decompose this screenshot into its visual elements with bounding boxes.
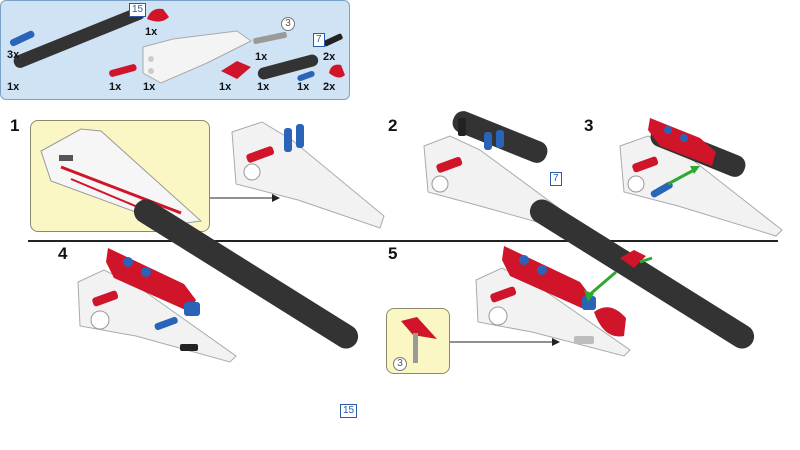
parts-drawings — [9, 7, 345, 84]
step-1-number: 1 — [10, 116, 20, 135]
qty-gray-axle: 1x — [255, 51, 268, 63]
step-1-callout — [30, 120, 210, 232]
black-beam-15-icon — [13, 7, 145, 68]
qty-blue-axle-pin: 3x — [7, 49, 20, 61]
length-badge-axle-3: 3 — [281, 17, 295, 31]
step-5-number: 5 — [388, 244, 398, 263]
qty-black-beam-15: 1x — [7, 81, 20, 93]
black-pin-icon — [323, 33, 343, 47]
gray-axle-icon — [253, 31, 287, 45]
blue-pin-icon — [297, 70, 315, 82]
black-beam-7-icon — [257, 54, 319, 80]
qty-red-bush: 2x — [323, 81, 336, 93]
step-2-length-badge: 7 — [550, 172, 562, 186]
white-panel-icon — [142, 30, 252, 84]
connector-axle-drawing — [401, 317, 437, 363]
qty-black-pin: 2x — [323, 51, 336, 63]
length-badge-beam-7: 7 — [313, 33, 325, 47]
step-4-length-badge: 15 — [340, 404, 358, 418]
qty-black-beam-7: 1x — [257, 81, 270, 93]
step-2-number: 2 — [388, 116, 398, 135]
qty-white-panel: 1x — [143, 81, 156, 93]
red-connector-icon — [221, 61, 251, 79]
length-badge-beam-15: 15 — [129, 3, 147, 17]
step-5-callout-length: 3 — [393, 357, 407, 371]
step-5-callout: 3 — [386, 308, 450, 374]
qty-red-axle-pin: 1x — [109, 81, 122, 93]
qty-red-half-bush: 1x — [145, 26, 158, 38]
red-bush-icon — [329, 64, 345, 78]
red-half-bush-icon — [147, 8, 169, 22]
parts-list-panel: 3x 15 1x 1x 1x 1x 3 1x 1x 7 1x 2x 1x 2x — [0, 0, 350, 100]
qty-red-connector: 1x — [219, 81, 232, 93]
red-axle-pin-icon — [109, 64, 137, 77]
step-4-number: 4 — [58, 244, 68, 263]
blue-axle-pin-icon — [9, 30, 35, 47]
step-3-number: 3 — [584, 116, 594, 135]
white-panel-decal-drawing — [40, 128, 203, 226]
step-divider — [28, 240, 778, 242]
qty-blue-pin: 1x — [297, 81, 310, 93]
